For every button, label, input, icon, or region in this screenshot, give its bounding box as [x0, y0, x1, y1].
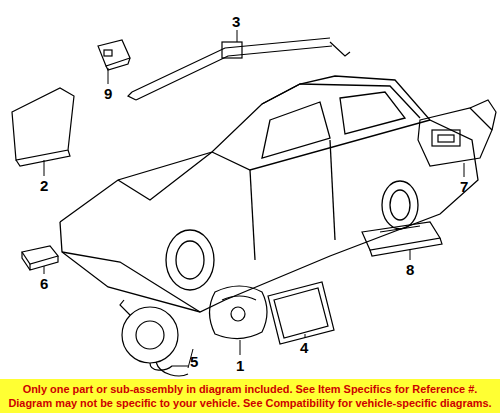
callout-number: 2	[40, 178, 48, 194]
impact-sensor	[98, 40, 130, 70]
clockspring	[120, 300, 188, 376]
callout-number: 6	[40, 276, 48, 292]
callout-number: 1	[236, 358, 244, 374]
side-airbag	[12, 88, 74, 166]
occupant-sensor	[362, 222, 442, 256]
car-outline	[60, 76, 478, 312]
callout-number: 8	[406, 262, 414, 278]
passenger-airbag	[268, 282, 334, 344]
front-sensor	[22, 246, 58, 270]
callout-number: 7	[460, 179, 468, 195]
callout-number: 3	[232, 14, 240, 30]
control-module	[418, 100, 496, 166]
notice-text: Only one part or sub-assembly in diagram…	[2, 382, 498, 396]
notice-text: Diagram may not be specific to your vehi…	[2, 396, 498, 410]
callout-number: 4	[300, 340, 308, 356]
curtain-airbag	[128, 38, 350, 100]
driver-airbag	[210, 286, 268, 339]
notice-band: Only one part or sub-assembly in diagram…	[0, 379, 500, 413]
leader-lines	[44, 30, 464, 368]
callout-number: 5	[190, 354, 198, 370]
callout-number: 9	[104, 86, 112, 102]
